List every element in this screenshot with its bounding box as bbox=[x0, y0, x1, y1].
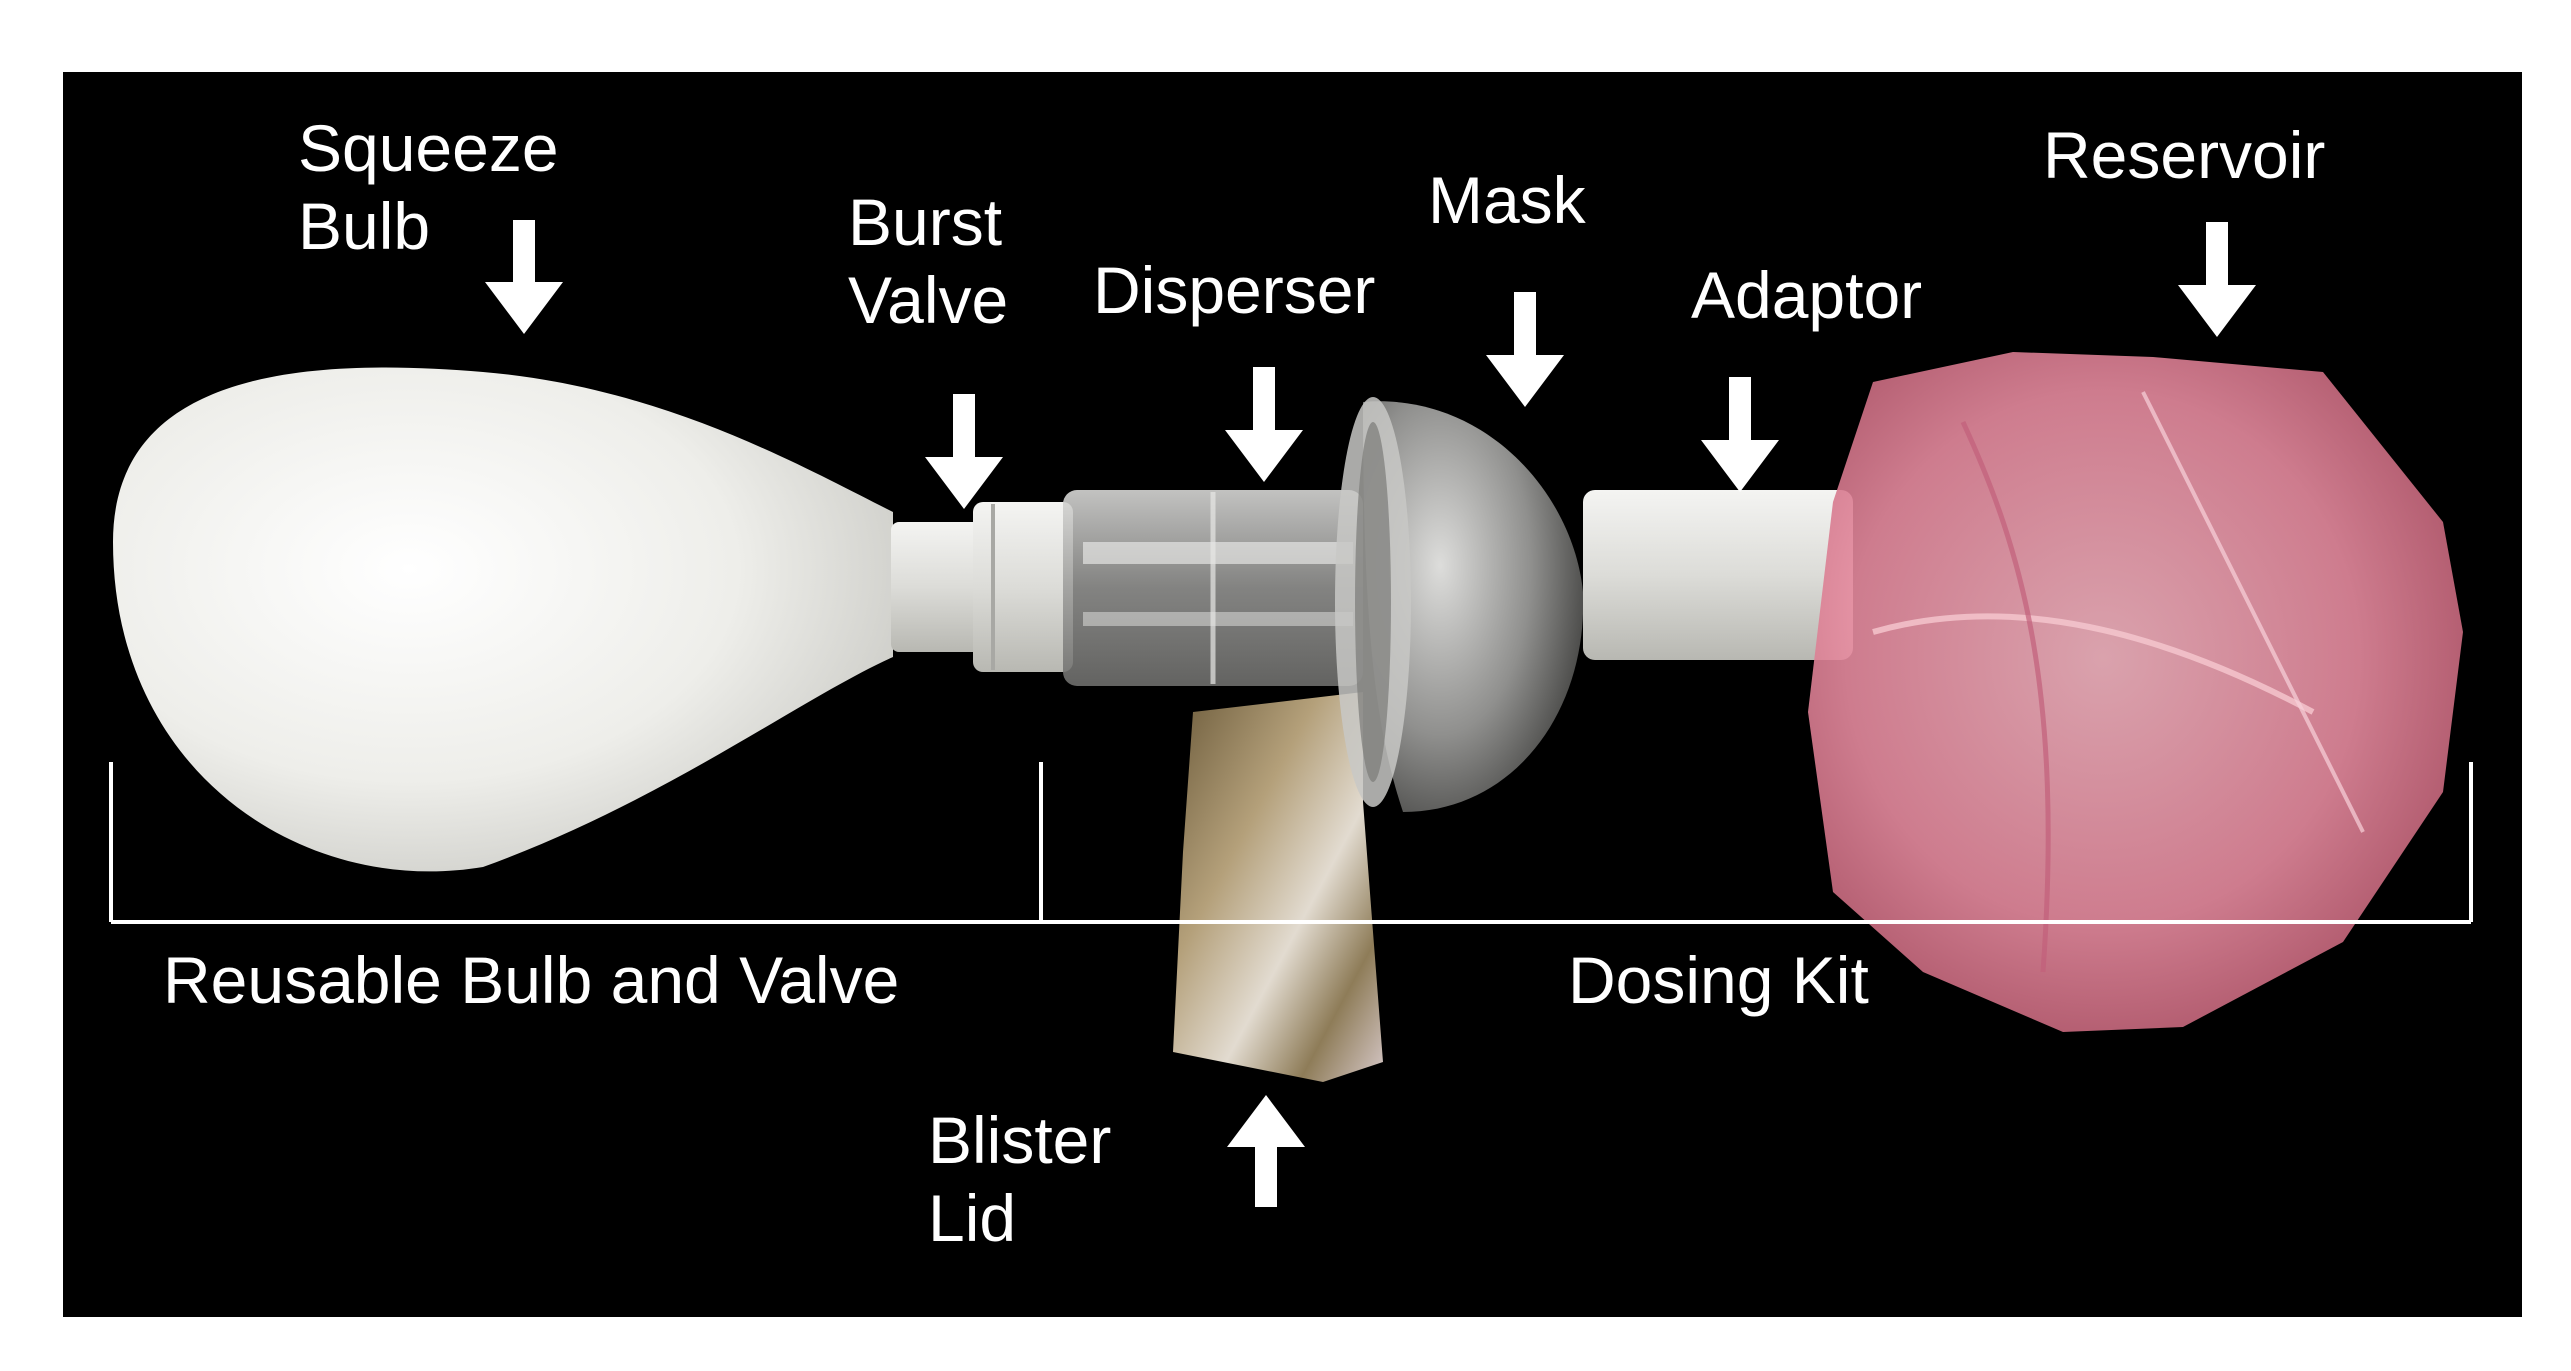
reservoir-label-text: Reservoir bbox=[2043, 118, 2326, 192]
disperser bbox=[1063, 490, 1363, 686]
squeeze-bulb-label-line1: Squeeze bbox=[298, 111, 559, 185]
squeeze-bulb bbox=[113, 367, 893, 872]
disperser-label-text: Disperser bbox=[1093, 253, 1376, 327]
device-photo: Squeeze Bulb Burst Valve Disperser Mask … bbox=[63, 72, 2522, 1317]
disperser-label: Disperser bbox=[1093, 252, 1375, 330]
dosing-kit-label: Dosing Kit bbox=[1568, 942, 1869, 1020]
mask-label: Mask bbox=[1428, 162, 1586, 240]
blister-lid-label-line2: Lid bbox=[928, 1180, 1017, 1255]
dosing-kit-bracket-text: Dosing Kit bbox=[1568, 943, 1869, 1017]
reusable-bracket-text: Reusable Bulb and Valve bbox=[163, 943, 900, 1017]
down-arrow-icon bbox=[485, 220, 563, 334]
down-arrow-icon bbox=[1486, 292, 1564, 407]
down-arrow-icon bbox=[925, 394, 1003, 509]
blister-lid-label-line1: Blister bbox=[928, 1103, 1112, 1177]
burst-valve-label-line1: Burst bbox=[848, 185, 1003, 259]
mask-label-text: Mask bbox=[1428, 163, 1586, 237]
blister-lid-foil bbox=[1173, 692, 1383, 1082]
down-arrow-icon bbox=[2178, 222, 2256, 337]
squeeze-bulb-label: Squeeze Bulb bbox=[298, 110, 559, 266]
blister-lid-label: Blister Lid bbox=[928, 1102, 1111, 1258]
adaptor-label-text: Adaptor bbox=[1691, 258, 1923, 332]
reusable-bulb-and-valve-label: Reusable Bulb and Valve bbox=[163, 942, 899, 1020]
mask bbox=[1335, 397, 1584, 812]
burst-valve-label-line2: Valve bbox=[848, 262, 1009, 337]
up-arrow-icon bbox=[1227, 1095, 1305, 1207]
reservoir-bag bbox=[1808, 352, 2463, 1032]
down-arrow-icon bbox=[1225, 367, 1303, 482]
bracket-lines bbox=[109, 762, 2473, 924]
down-arrow-icon bbox=[1701, 377, 1779, 492]
reservoir-label: Reservoir bbox=[2043, 117, 2325, 195]
device-illustration bbox=[109, 220, 2473, 1207]
burst-valve bbox=[891, 502, 1073, 672]
squeeze-bulb-label-line2: Bulb bbox=[298, 188, 431, 263]
adaptor-label: Adaptor bbox=[1691, 257, 1922, 335]
adaptor bbox=[1583, 490, 1853, 660]
burst-valve-label: Burst Valve bbox=[848, 184, 1008, 340]
